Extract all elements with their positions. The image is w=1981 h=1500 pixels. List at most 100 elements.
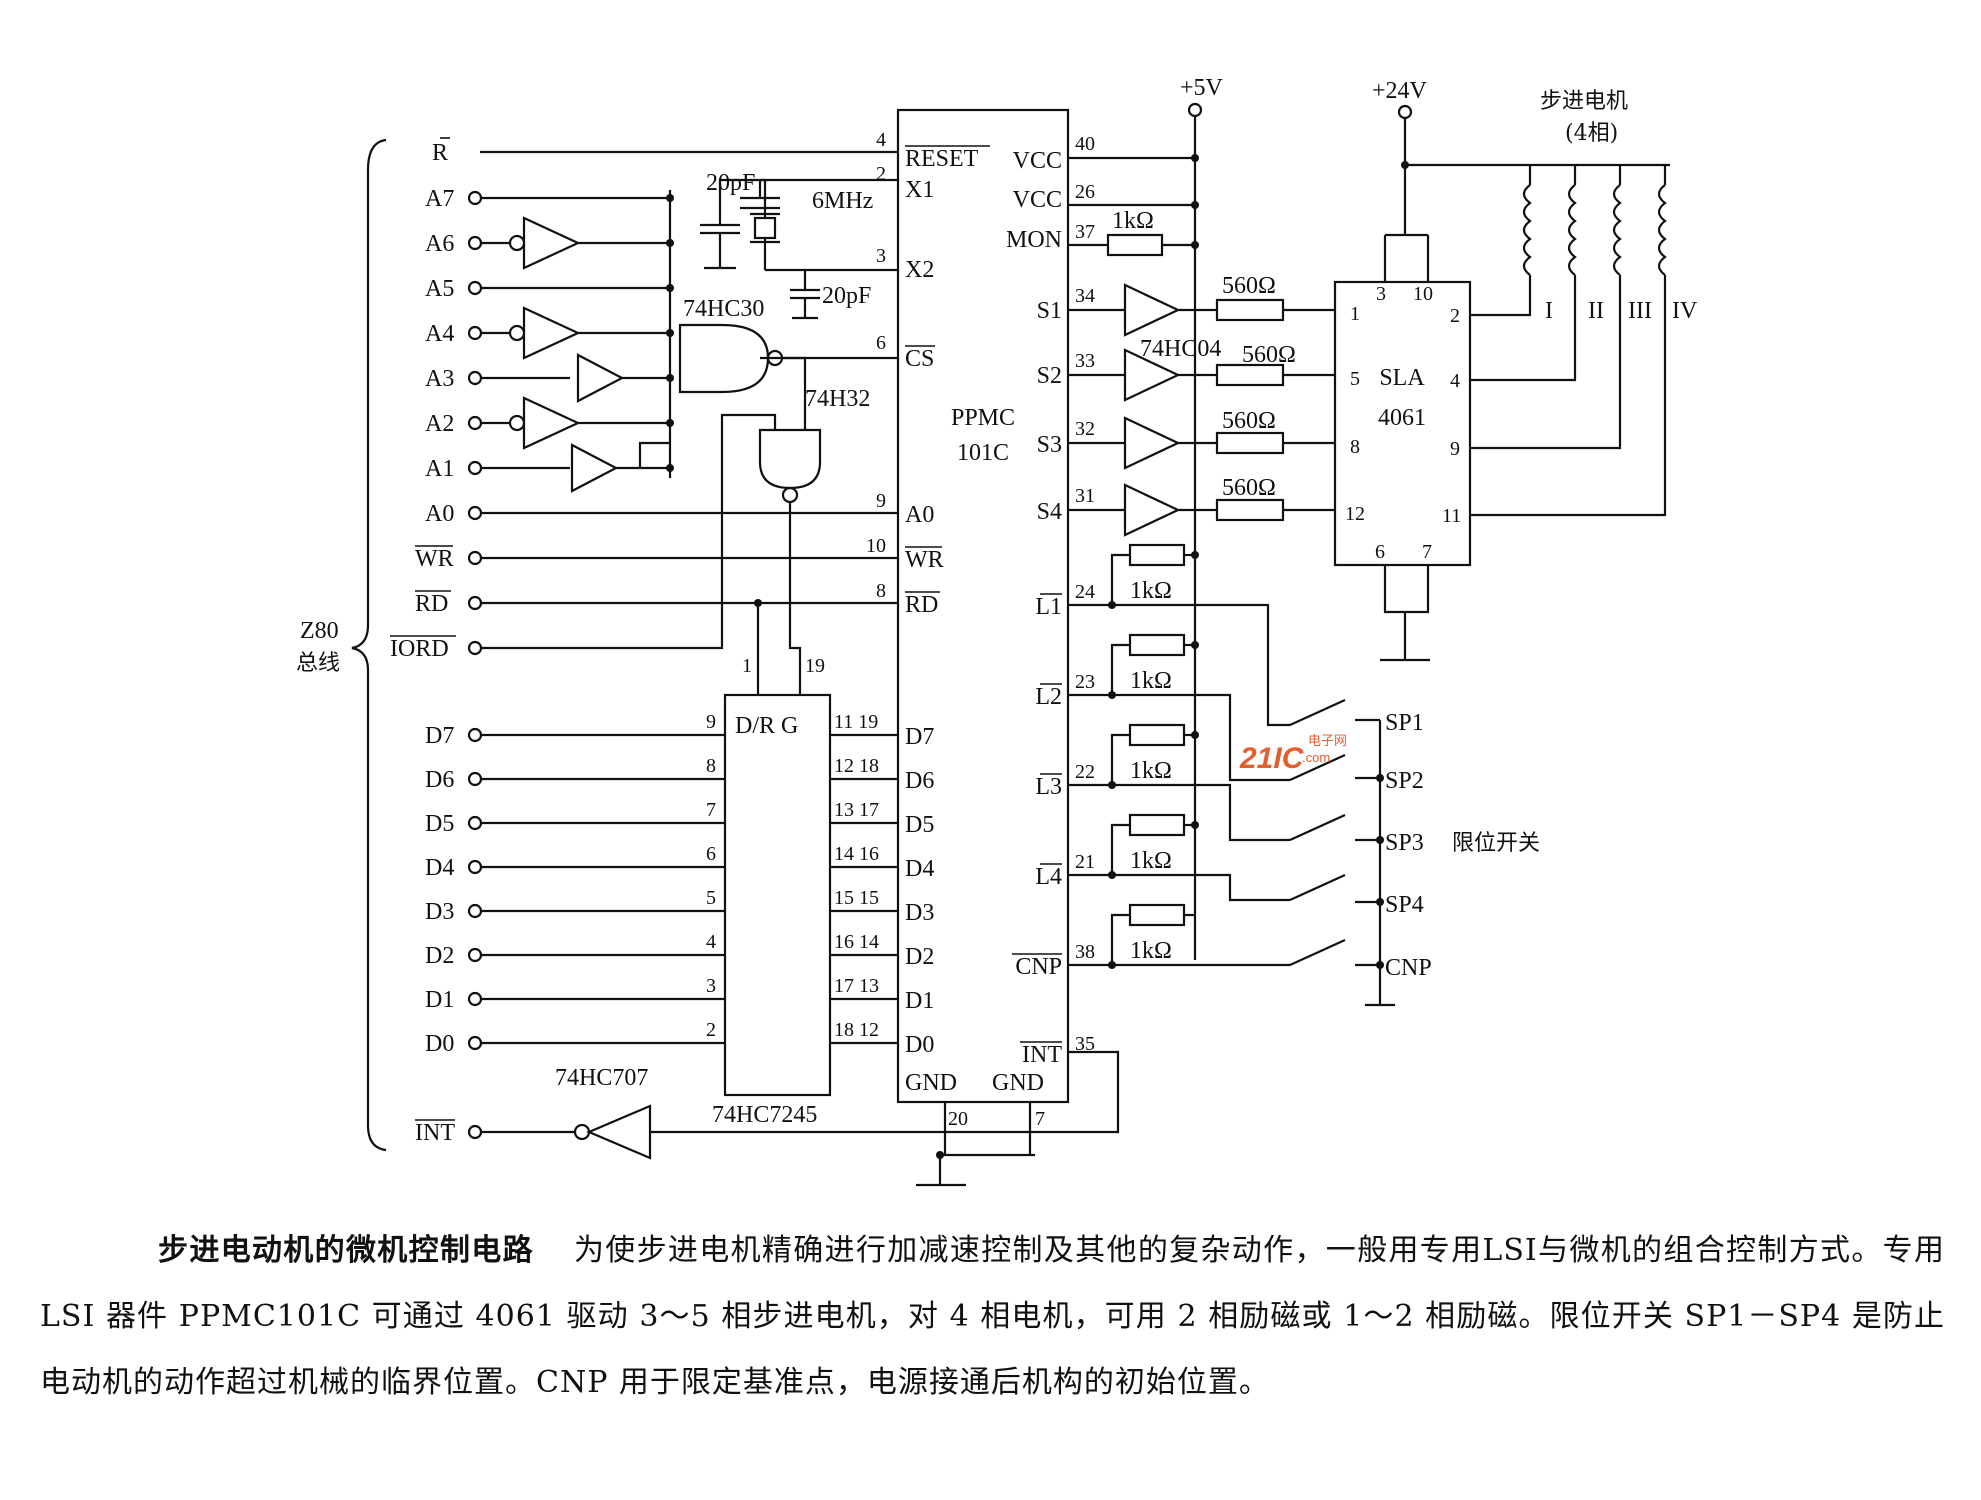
- bus-sub: 总线: [296, 651, 340, 676]
- svg-text:26: 26: [1075, 181, 1095, 203]
- res-l2: 1kΩ: [1130, 668, 1172, 694]
- ppmc-right-pins: VCC VCC MON S1 S2 S3 S4 L1 L2 L3 L4 CNP …: [1006, 148, 1062, 1068]
- svg-text:16 14: 16 14: [834, 931, 879, 953]
- coil-4: IV: [1672, 298, 1698, 324]
- limit-switch-note: 限位开关: [1452, 831, 1540, 856]
- pin-l2: L2: [1035, 684, 1062, 710]
- ppmc-data-pins: D7 D6 D5 D4 D3 D2 D1 D0: [905, 724, 934, 1058]
- res-cnp: 1kΩ: [1130, 938, 1172, 964]
- pin-mon: MON: [1006, 227, 1062, 253]
- svg-text:40: 40: [1075, 133, 1095, 155]
- svg-text:32: 32: [1075, 418, 1095, 440]
- sig-WR: WR: [415, 546, 454, 572]
- sla-name: SLA: [1379, 365, 1425, 391]
- pin-cnp: CNP: [1015, 954, 1062, 980]
- ppmc-left-pins: RESET X1 X2 CS A0 WR RD: [905, 145, 990, 618]
- svg-text:3: 3: [706, 975, 716, 997]
- clock-circuit: 20pF 6MHz 20pF: [700, 170, 898, 320]
- sla-model: 4061: [1378, 405, 1426, 431]
- svg-text:9: 9: [876, 490, 886, 512]
- pin-gnd-right: GND: [992, 1070, 1044, 1096]
- svg-text:8: 8: [706, 755, 716, 777]
- int-circuit: [481, 1050, 1120, 1187]
- res-s4: 560Ω: [1222, 475, 1276, 501]
- inverter-label: 74HC04: [1140, 336, 1221, 362]
- address-labels: A7 A6 A5 A4 A3 A2 A1 A0 WR RD IORD: [390, 186, 454, 662]
- pin-wr: WR: [905, 547, 944, 573]
- switch-sp1: SP1: [1385, 710, 1424, 736]
- pin-d3: D3: [905, 900, 934, 926]
- pin-s1: S1: [1037, 298, 1062, 324]
- active-low-bars: [390, 545, 456, 637]
- sig-A4: A4: [425, 321, 454, 347]
- svg-text:10: 10: [866, 535, 886, 557]
- sig-D0: D0: [425, 1031, 454, 1057]
- pin-x2: X2: [905, 257, 934, 283]
- svg-text:5: 5: [1350, 368, 1360, 390]
- watermark-logo: 21IC 电子网 .com: [1239, 733, 1347, 775]
- caption-title: 步进电动机的微机控制电路: [158, 1233, 534, 1268]
- dir-pins-label: D/R G: [735, 713, 798, 739]
- pin-l3: L3: [1035, 774, 1062, 800]
- bus-brace: [351, 138, 387, 1152]
- motor-phases: (4相): [1565, 121, 1618, 146]
- switch-sp2: SP2: [1385, 768, 1424, 794]
- svg-text:11 19: 11 19: [834, 711, 878, 733]
- pin-l4: L4: [1035, 864, 1062, 890]
- sig-A5: A5: [425, 276, 454, 302]
- sig-A1: A1: [425, 456, 454, 482]
- left-wiring: [480, 150, 898, 650]
- pin-rd: RD: [905, 592, 938, 618]
- sig-D3: D3: [425, 899, 454, 925]
- sig-R: R: [432, 140, 448, 166]
- sig-RD: RD: [415, 591, 448, 617]
- cap2-label: 20pF: [822, 283, 871, 309]
- pin-l1: L1: [1035, 594, 1062, 620]
- pin-d1: D1: [905, 988, 934, 1014]
- pin-reset: RESET: [905, 146, 979, 172]
- sig-A6: A6: [425, 231, 454, 257]
- switch-cnp: CNP: [1385, 955, 1432, 981]
- ppmc-model: 101C: [957, 440, 1009, 466]
- gate-74h32: 74H32: [758, 356, 870, 690]
- svg-text:11: 11: [1442, 505, 1461, 527]
- svg-text:4: 4: [1450, 370, 1460, 392]
- stepper-motor: 步进电机 (4相) I II III IV: [1470, 89, 1698, 517]
- pin-d7: D7: [905, 724, 934, 750]
- sig-INT: INT: [415, 1120, 455, 1146]
- right-wiring: +5V 1kΩ 74HC04 560Ω 560Ω: [1068, 75, 1540, 1007]
- switch-sp4: SP4: [1385, 892, 1424, 918]
- res-l1: 1kΩ: [1130, 578, 1172, 604]
- svg-text:33: 33: [1075, 350, 1095, 372]
- figure-caption: 步进电动机的微机控制电路为使步进电机精确进行加减速控制及其他的复杂动作，一般用专…: [40, 1218, 1945, 1416]
- watermark-sub: 电子网: [1308, 733, 1347, 748]
- v5-label: +5V: [1180, 75, 1224, 101]
- svg-text:31: 31: [1075, 485, 1095, 507]
- svg-text:23: 23: [1075, 671, 1095, 693]
- sig-A0: A0: [425, 501, 454, 527]
- svg-text:24: 24: [1075, 581, 1095, 603]
- ctrl-pin-1: 1: [742, 655, 752, 677]
- gnd-pin-7: 7: [1035, 1108, 1045, 1130]
- pin-vcc-40: VCC: [1013, 148, 1062, 174]
- crystal-label: 6MHz: [812, 188, 873, 214]
- pin-s2: S2: [1037, 363, 1062, 389]
- svg-text:9: 9: [1450, 438, 1460, 460]
- coil-3: III: [1628, 298, 1652, 324]
- sig-A3: A3: [425, 366, 454, 392]
- buffer-label: 74HC707: [555, 1065, 648, 1091]
- watermark-brand: 21IC: [1239, 742, 1305, 775]
- pin-d0: D0: [905, 1032, 934, 1058]
- ppmc-name: PPMC: [951, 405, 1015, 431]
- svg-text:22: 22: [1075, 761, 1095, 783]
- svg-text:4: 4: [876, 129, 886, 151]
- svg-text:12: 12: [1345, 503, 1365, 525]
- svg-text:17 13: 17 13: [834, 975, 879, 997]
- data-labels: D7 D6 D5 D4 D3 D2 D1 D0 INT: [415, 723, 455, 1146]
- pin-d4: D4: [905, 856, 934, 882]
- motor-label: 步进电机: [1540, 89, 1628, 114]
- svg-text:2: 2: [876, 163, 886, 185]
- transceiver-label: 74HC7245: [712, 1102, 817, 1128]
- sig-A2: A2: [425, 411, 454, 437]
